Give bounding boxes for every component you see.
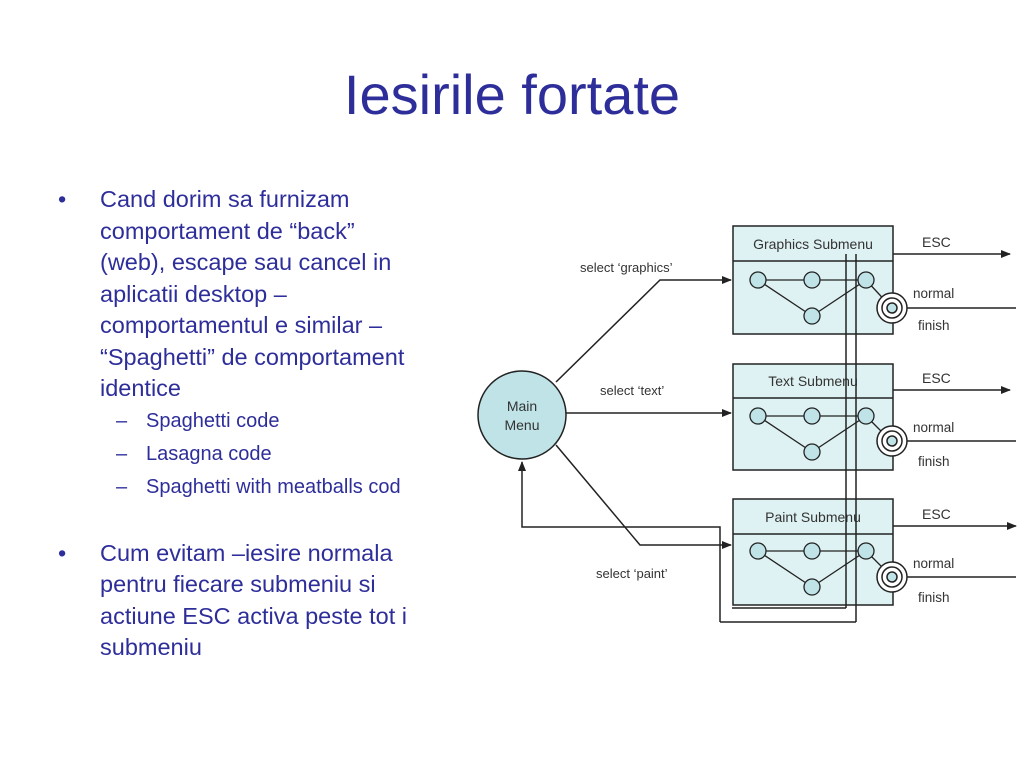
- bullet-line: submeniu: [100, 634, 202, 660]
- submenu-title: Paint Submenu: [765, 509, 861, 525]
- bullet-item: • Cum evitam –iesire normala pentru fiec…: [58, 538, 478, 664]
- bullet-list: • Cand dorim sa furnizam comportament de…: [58, 184, 478, 664]
- bullet-line: (web), escape sau cancel in: [100, 249, 392, 275]
- submenu-title: Text Submenu: [768, 373, 858, 389]
- slide-title: Iesirile fortate: [343, 63, 681, 126]
- bullet-dot: •: [58, 186, 67, 212]
- submenu-flow-diagram: Main Menu Graphics Submenu Text Submenu …: [477, 225, 1017, 623]
- select-label-text: select ‘text’: [600, 383, 664, 398]
- bullet-line: comportament de “back”: [100, 217, 355, 244]
- main-menu-label: Menu: [504, 417, 539, 433]
- return-lines: [518, 254, 857, 623]
- state-graph-graphics: [757, 279, 891, 317]
- bullet-line: Cum evitam –iesire normala: [100, 539, 393, 566]
- esc-label: ESC: [922, 370, 951, 386]
- esc-label: ESC: [922, 234, 951, 250]
- normal-label: normal: [913, 286, 954, 301]
- sub-bullet-text: Spaghetti with meatballs cod: [146, 475, 401, 498]
- bullet-line: Cand dorim sa furnizam: [100, 186, 350, 212]
- finish-label: finish: [918, 318, 950, 333]
- bullet-line: actiune ESC activa peste tot i: [100, 602, 407, 629]
- sub-bullet-text: Spaghetti code: [146, 409, 280, 432]
- state-graph-nodes-text: [749, 407, 875, 461]
- bullet-line: identice: [100, 375, 181, 401]
- bullet-line: aplicatii desktop –: [100, 280, 287, 307]
- final-state-icon: [876, 425, 908, 457]
- select-arrows: [555, 276, 732, 549]
- final-state-icon: [876, 561, 908, 593]
- sub-bullet-dash: –: [116, 409, 128, 432]
- sub-bullet-item: – Lasagna code: [58, 438, 478, 471]
- main-menu-label: Main: [507, 398, 537, 414]
- finish-label: finish: [918, 454, 950, 469]
- main-menu-node: [477, 370, 567, 460]
- normal-label: normal: [913, 556, 954, 571]
- sub-bullet-dash: –: [116, 442, 128, 465]
- bullet-line: “Spaghetti” de comportament: [100, 343, 405, 370]
- esc-label: ESC: [922, 506, 951, 522]
- finish-label: finish: [918, 590, 950, 605]
- sub-bullet-text: Lasagna code: [146, 442, 272, 465]
- final-state-icon: [876, 292, 908, 324]
- submenu-title: Graphics Submenu: [753, 236, 873, 252]
- bullet-line: pentru fiecare submeniu si: [100, 571, 376, 597]
- sub-bullet-item: – Spaghetti with meatballs cod: [58, 471, 478, 504]
- state-graph-nodes-graphics: [749, 271, 875, 325]
- bullet-item: • Cand dorim sa furnizam comportament de…: [58, 184, 478, 405]
- normal-label: normal: [913, 420, 954, 435]
- bullet-line: comportamentul e similar –: [100, 312, 383, 338]
- select-label-paint: select ‘paint’: [596, 566, 668, 581]
- bullet-dot: •: [58, 539, 67, 566]
- sub-bullet-dash: –: [116, 475, 128, 498]
- normal-finish-lines: [907, 307, 1016, 578]
- state-graph-nodes-paint: [749, 542, 875, 596]
- sub-bullet-item: – Spaghetti code: [58, 405, 478, 438]
- select-label-graphics: select ‘graphics’: [580, 260, 673, 275]
- esc-arrows: [893, 250, 1017, 530]
